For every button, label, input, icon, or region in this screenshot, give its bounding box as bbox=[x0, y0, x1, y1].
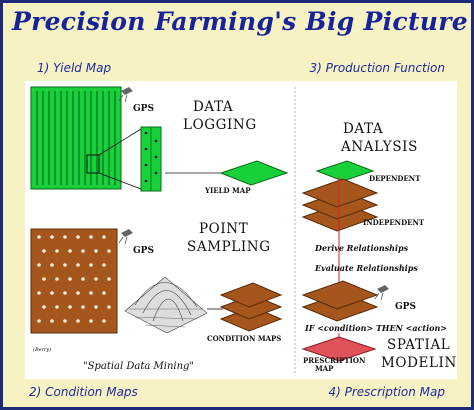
data-analysis-line1: DATA bbox=[343, 121, 383, 137]
satellite-icon bbox=[118, 229, 133, 245]
zoom-line bbox=[98, 128, 142, 156]
prescription-label-line1: PRESCRIPTION bbox=[303, 356, 366, 365]
if-then-rule: IF <condition> THEN <action> bbox=[304, 323, 447, 333]
label-prescription-map: 4) Prescription Map bbox=[328, 385, 445, 399]
independent-label: INDEPENDENT bbox=[363, 218, 425, 227]
gps-label-bottom: GPS bbox=[395, 302, 416, 312]
label-production-function: 3) Production Function bbox=[309, 61, 445, 75]
condition-map-stack bbox=[219, 282, 283, 332]
point-sampling-line2: SAMPLING bbox=[187, 239, 271, 255]
point-sampling-line1: POINT bbox=[199, 221, 248, 237]
label-yield-map: 1) Yield Map bbox=[37, 61, 112, 75]
yield-strip-zoom bbox=[140, 126, 162, 192]
evaluate-relationships: Evaluate Relationships bbox=[314, 263, 418, 273]
spatial-modeling-line1: SPATIAL bbox=[387, 337, 450, 353]
surface-plot bbox=[124, 276, 208, 334]
soil-sample-field bbox=[30, 228, 118, 334]
derive-relationships: Derive Relationships bbox=[314, 243, 409, 253]
data-logging-line2: LOGGING bbox=[183, 117, 257, 133]
satellite-icon bbox=[118, 87, 133, 103]
zoom-line bbox=[98, 172, 142, 190]
independent-stack bbox=[301, 178, 379, 232]
condition-maps-label: CONDITION MAPS bbox=[207, 334, 281, 343]
model-layer-stack bbox=[301, 280, 379, 322]
yield-map-label: YIELD MAP bbox=[204, 186, 251, 195]
yield-map-field bbox=[30, 86, 122, 190]
spatial-data-mining: "Spatial Data Mining" bbox=[83, 361, 194, 372]
dependent-label: DEPENDENT bbox=[369, 174, 421, 183]
prescription-label-line2: MAP bbox=[315, 364, 334, 373]
spatial-modeling-line2: MODELING bbox=[381, 355, 457, 371]
dependent-layer bbox=[315, 160, 375, 182]
prescription-layer bbox=[301, 336, 377, 362]
data-logging-line1: DATA bbox=[193, 99, 233, 115]
slide-title: Precision Farming's Big Picture bbox=[12, 7, 468, 36]
gps-label-top: GPS bbox=[133, 104, 154, 114]
diagram-panel: GPS DATA LOGGING YIELD MAP GPS POINT SAM… bbox=[25, 81, 457, 379]
satellite-icon bbox=[374, 285, 389, 301]
data-analysis-line2: ANALYSIS bbox=[340, 139, 418, 155]
label-condition-maps: 2) Condition Maps bbox=[29, 385, 138, 399]
gps-label-middle: GPS bbox=[133, 246, 154, 256]
yield-map-layer bbox=[219, 160, 289, 186]
credit-label: (Berry) bbox=[33, 346, 51, 353]
